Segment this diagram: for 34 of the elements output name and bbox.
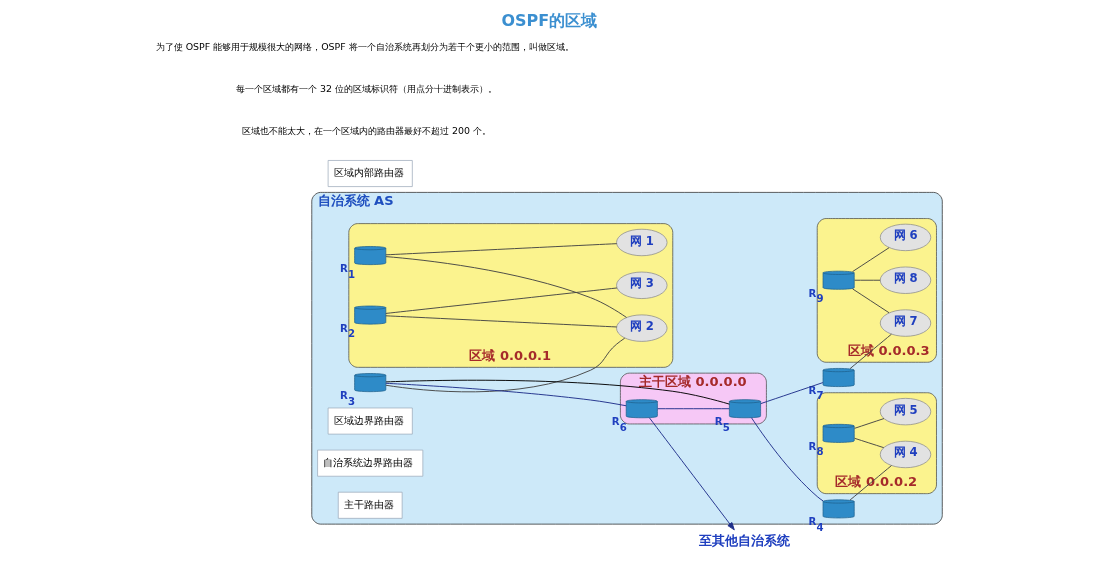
node-text: 至其他自治系统 <box>698 533 790 549</box>
connector <box>849 333 892 370</box>
node-ellipse: 网 6 <box>879 223 931 252</box>
connector <box>385 379 730 405</box>
node-ellipse: 网 4 <box>879 440 931 469</box>
node-ellipse: 网 3 <box>615 271 667 299</box>
connector <box>384 337 625 393</box>
node-ellipse: 网 1 <box>615 228 667 257</box>
diagram-title: OSPF的区域 <box>500 10 597 30</box>
node-box: 主干路由器 <box>337 491 402 519</box>
connector <box>384 287 617 314</box>
arrow <box>648 417 735 531</box>
connector <box>384 243 617 256</box>
connector <box>853 418 884 429</box>
connector <box>759 382 823 405</box>
node-ellipse: 网 8 <box>879 266 931 294</box>
node-box: 区域内部路由器 <box>327 160 413 187</box>
connector <box>384 315 617 328</box>
connector <box>851 247 889 273</box>
node-box: 区域边界路由器 <box>327 407 413 435</box>
connector <box>750 417 823 502</box>
connector <box>851 288 889 314</box>
connector <box>384 382 627 407</box>
connector <box>656 408 730 410</box>
label: 区域也不能太大，在一个区域内的路由器最好不超过 200 个。 <box>241 124 491 136</box>
connector <box>853 437 884 449</box>
connector <box>853 279 881 281</box>
connector <box>385 256 627 318</box>
label: 每一个区域都有一个 32 位的区域标识符（用点分十进制表示）。 <box>235 82 497 94</box>
node-box: 自治系统边界路由器 <box>316 449 423 477</box>
node-ellipse: 网 2 <box>615 314 667 342</box>
label: 为了使 OSPF 能够用于规模很大的网络，OSPF 将一个自治系统再划分为若干个更小的范围，叫做区域。 <box>155 40 574 52</box>
node-ellipse: 网 5 <box>879 398 931 426</box>
node-ellipse: 网 7 <box>879 309 931 337</box>
